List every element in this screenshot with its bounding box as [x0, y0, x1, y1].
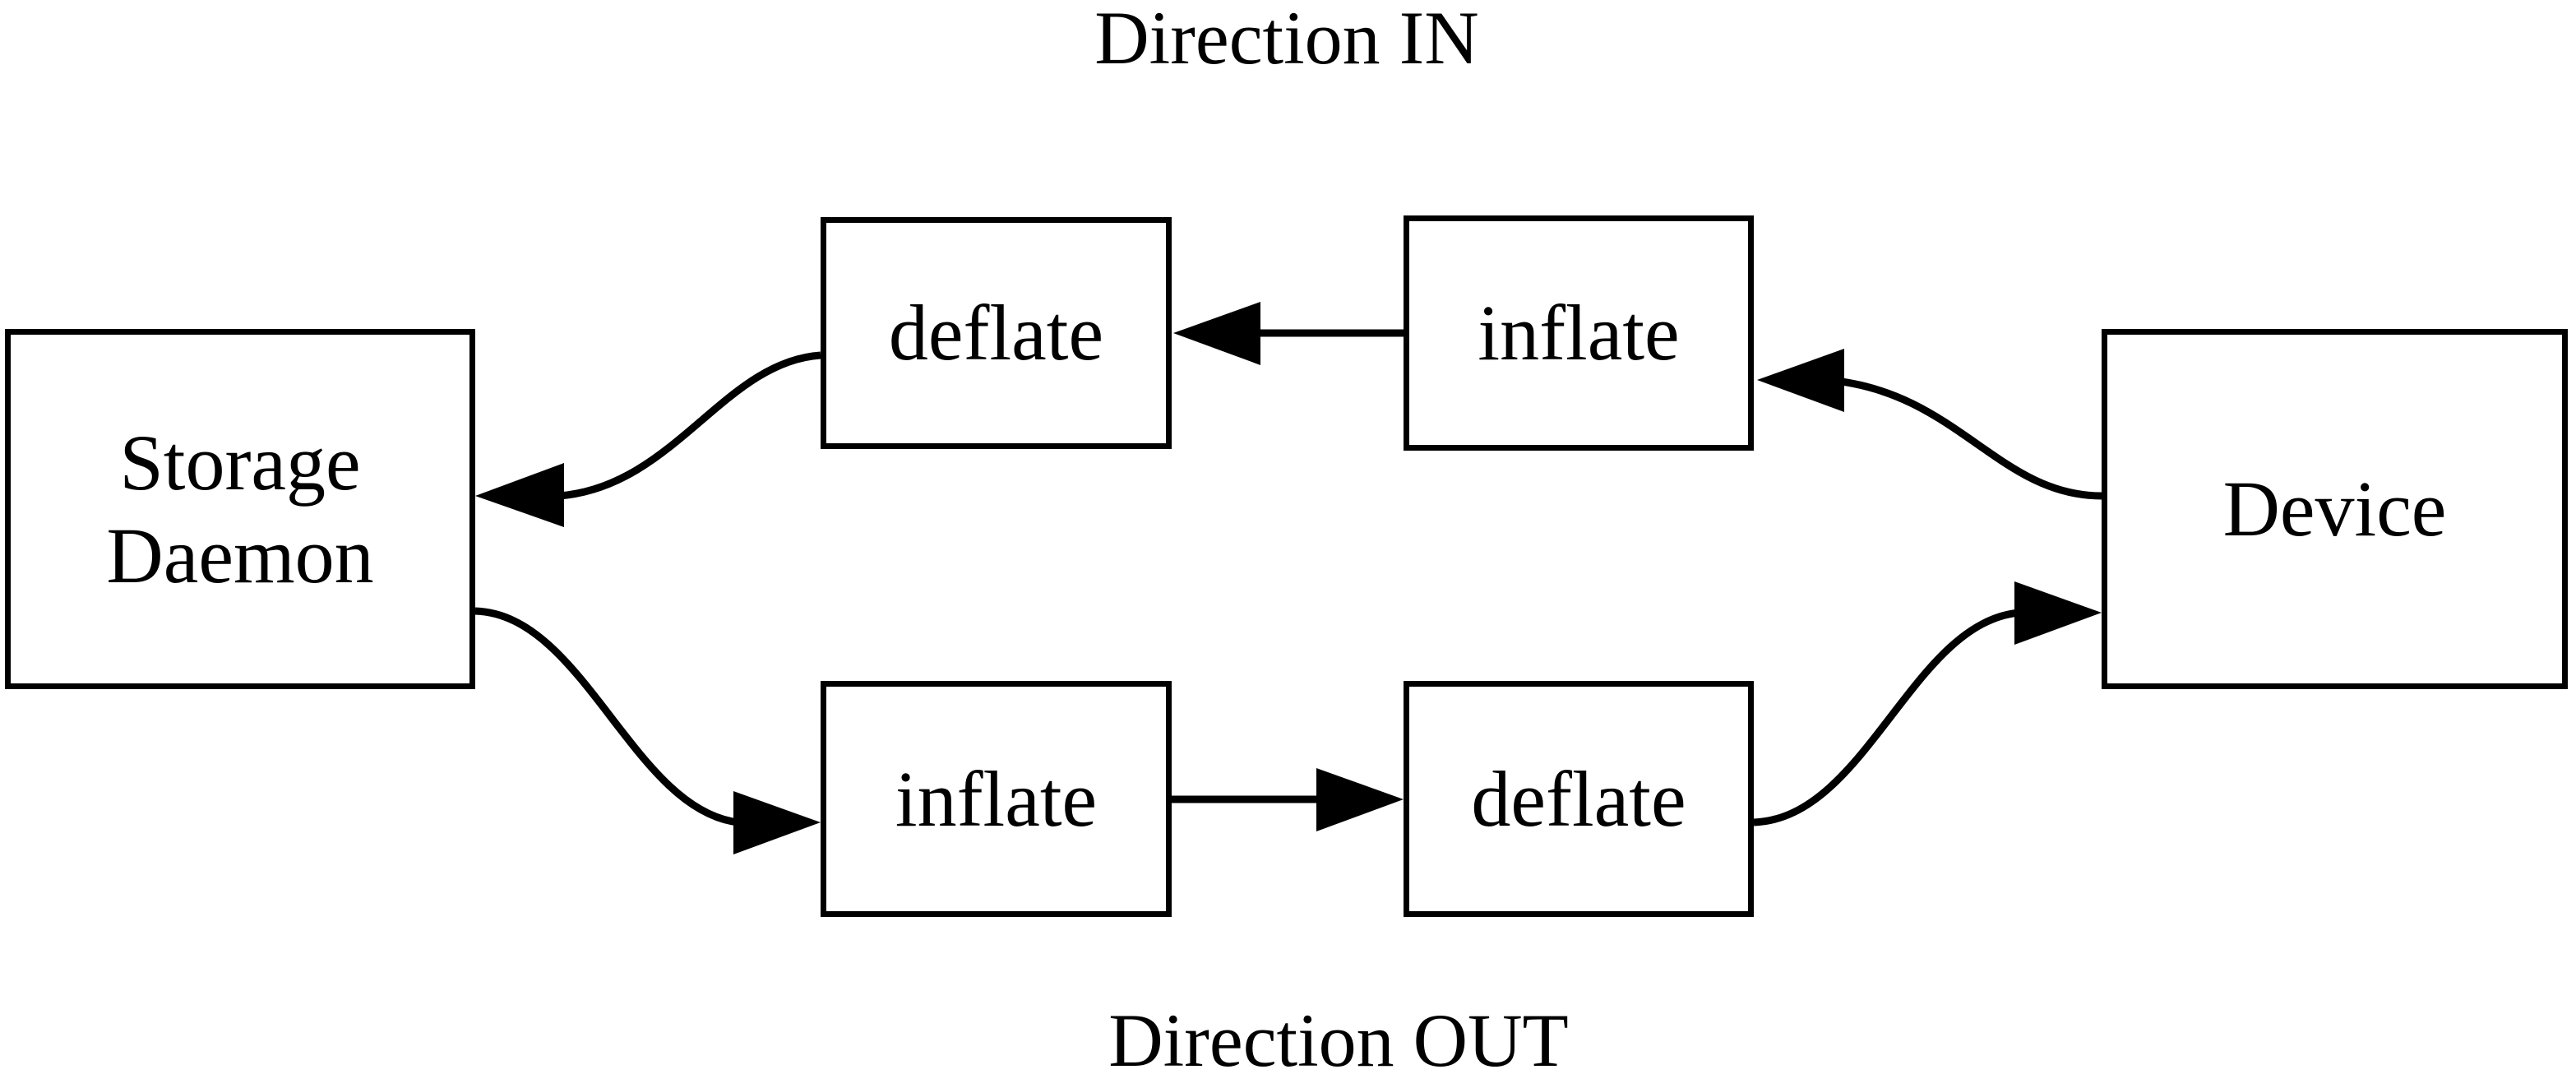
node-storage-daemon[interactable]: Storage Daemon [5, 329, 475, 689]
edge-device-to-inflate-in [1757, 349, 2102, 500]
arrowhead-icon [733, 791, 821, 854]
edge-inflate-in-to-deflate-in [1173, 302, 1404, 365]
edge-inflate-out-to-deflate-out [1172, 768, 1404, 831]
arrowhead-icon [1757, 349, 1844, 412]
edge-storage-to-inflate-out [474, 607, 821, 854]
node-deflate-in-label: deflate [888, 289, 1104, 377]
node-inflate-out-label: inflate [895, 754, 1098, 843]
node-storage-daemon-label-line1: Storage [119, 418, 361, 507]
node-deflate-out[interactable]: deflate [1404, 681, 1754, 917]
arrowhead-icon [2014, 581, 2102, 645]
node-inflate-in-label: inflate [1478, 289, 1680, 377]
node-inflate-in[interactable]: inflate [1404, 215, 1754, 451]
node-storage-daemon-label-line2: Daemon [106, 512, 374, 600]
arrowhead-icon [475, 463, 564, 527]
edge-deflate-in-to-storage [475, 351, 821, 527]
node-device[interactable]: Device [2102, 329, 2568, 689]
arrowhead-icon [1173, 302, 1260, 365]
direction-out-label: Direction OUT [1108, 998, 1569, 1082]
node-device-label: Device [2222, 465, 2447, 553]
node-inflate-out[interactable]: inflate [821, 681, 1172, 917]
node-deflate-out-label: deflate [1471, 754, 1686, 843]
edge-deflate-out-to-device [1753, 581, 2102, 826]
arrowhead-icon [1316, 768, 1404, 831]
node-deflate-in[interactable]: deflate [821, 217, 1172, 449]
direction-in-label: Direction IN [1094, 0, 1479, 80]
